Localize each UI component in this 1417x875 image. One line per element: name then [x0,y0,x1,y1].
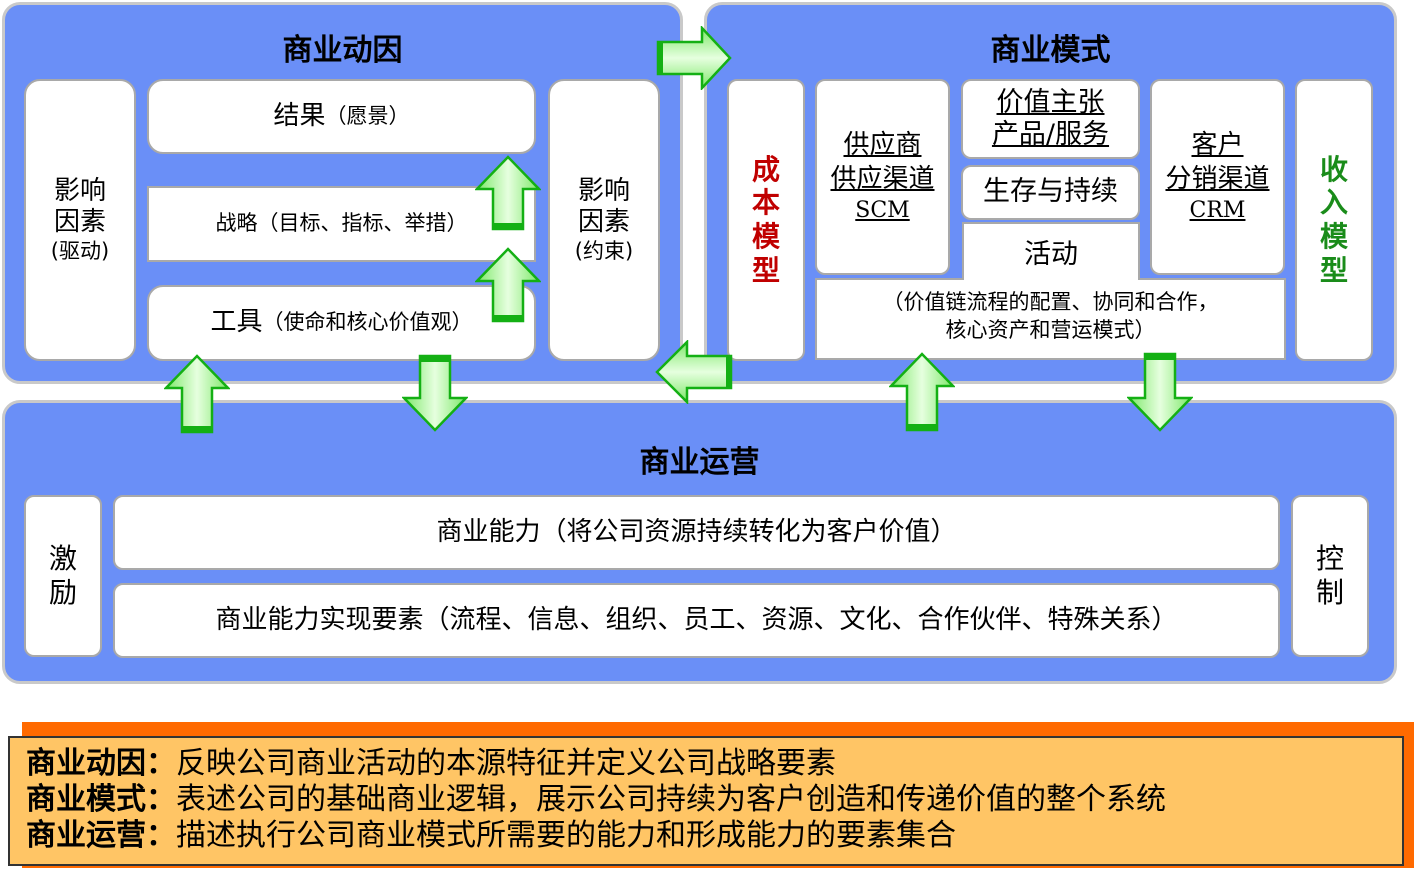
business-model-title: 商业模式 [990,33,1111,68]
arrow-right-icon [656,26,732,90]
arrow-left-icon [655,340,733,404]
revenue-model-box: 收 入 模 型 [1295,79,1373,361]
arrow-down-icon [402,354,468,432]
legend-row: 商业动因：反映公司商业活动的本源特征并定义公司战略要素 [26,746,836,781]
arrow-down-icon [1127,352,1193,432]
capability-elements-box: 商业能力实现要素（流程、信息、组织、员工、资源、文化、合作伙伴、特殊关系） [113,583,1280,658]
cost-model-box: 成 本 模 型 [727,79,805,361]
incentive-box: 激 励 [24,495,102,657]
business-capability-box: 商业能力（将公司资源持续转化为客户价值） [113,495,1280,570]
arrow-up-icon [164,354,230,434]
arrow-up-icon [475,247,541,323]
customer-box: 客户 分销渠道 CRM [1150,79,1285,275]
legend-row: 商业模式：表述公司的基础商业逻辑，展示公司持续为客户创造和传递价值的整个系统 [26,782,1166,817]
activity-description: （价值链流程的配置、协同和合作， 核心资产和营运模式） [882,290,1219,343]
legend-row: 商业运营：描述执行公司商业模式所需要的能力和形成能力的要素集合 [26,818,956,853]
business-drivers-title: 商业动因 [282,33,403,68]
sustain-box: 生存与持续 [961,165,1140,220]
activity-shape [815,222,1286,360]
driving-factors-box: 影响 因素 (驱动) [24,79,136,361]
value-proposition-box: 价值主张 产品/服务 [961,79,1140,159]
control-box: 控 制 [1291,495,1369,657]
tools-box: 工具（使命和核心价值观） [147,285,536,361]
legend-box: 商业动因：反映公司商业活动的本源特征并定义公司战略要素 商业模式：表述公司的基础… [8,736,1404,866]
activity-box: 活动 （价值链流程的配置、协同和合作， 核心资产和营运模式） [815,222,1286,360]
strategy-box: 战略（目标、指标、举措） [147,186,536,262]
supply-box: 供应商 供应渠道 SCM [815,79,950,275]
results-box: 结果（愿景） [147,79,536,154]
business-operations-title: 商业运营 [639,445,760,480]
arrow-up-icon [889,352,955,432]
arrow-up-icon [475,155,541,231]
constraint-factors-box: 影响 因素 (约束) [548,79,660,361]
activity-title: 活动 [1024,239,1078,270]
